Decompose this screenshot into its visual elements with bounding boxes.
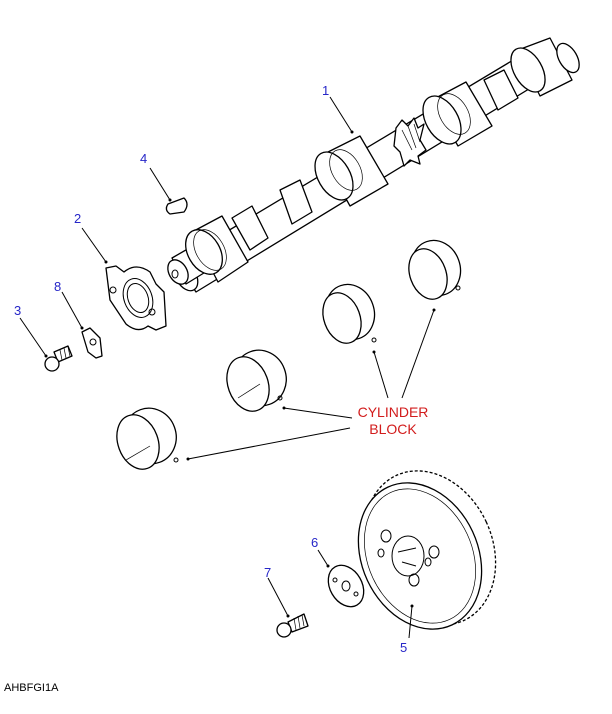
washer[interactable]: [321, 559, 371, 613]
bearing-shell-4[interactable]: [402, 233, 468, 304]
bolt-7[interactable]: [276, 613, 309, 638]
camshaft-sprocket[interactable]: [335, 449, 520, 649]
camshaft[interactable]: [164, 37, 584, 295]
note-line-1: CYLINDER: [357, 404, 429, 420]
bearing-shell-3[interactable]: [316, 277, 382, 348]
lock-tab[interactable]: [81, 327, 103, 359]
callout-6[interactable]: 6: [311, 535, 319, 550]
leader-lines: [19, 96, 436, 639]
callout-1[interactable]: 1: [322, 83, 330, 98]
bearing-shell-1[interactable]: [110, 401, 184, 475]
note-line-2: BLOCK: [369, 421, 417, 437]
drive-gear: [393, 117, 427, 167]
thrust-plate[interactable]: [105, 265, 167, 331]
callout-2[interactable]: 2: [74, 211, 82, 226]
bolt-3[interactable]: [44, 345, 73, 372]
cylinder-block-note: CYLINDER BLOCK: [350, 404, 436, 438]
woodruff-key[interactable]: [165, 197, 188, 215]
callout-8[interactable]: 8: [54, 279, 62, 294]
callout-4[interactable]: 4: [140, 151, 148, 166]
callout-7[interactable]: 7: [264, 565, 272, 580]
callout-3[interactable]: 3: [14, 303, 22, 318]
callout-5[interactable]: 5: [400, 640, 408, 655]
bearing-shell-2[interactable]: [220, 343, 294, 417]
diagram-reference-code: AHBFGI1A: [4, 682, 59, 694]
